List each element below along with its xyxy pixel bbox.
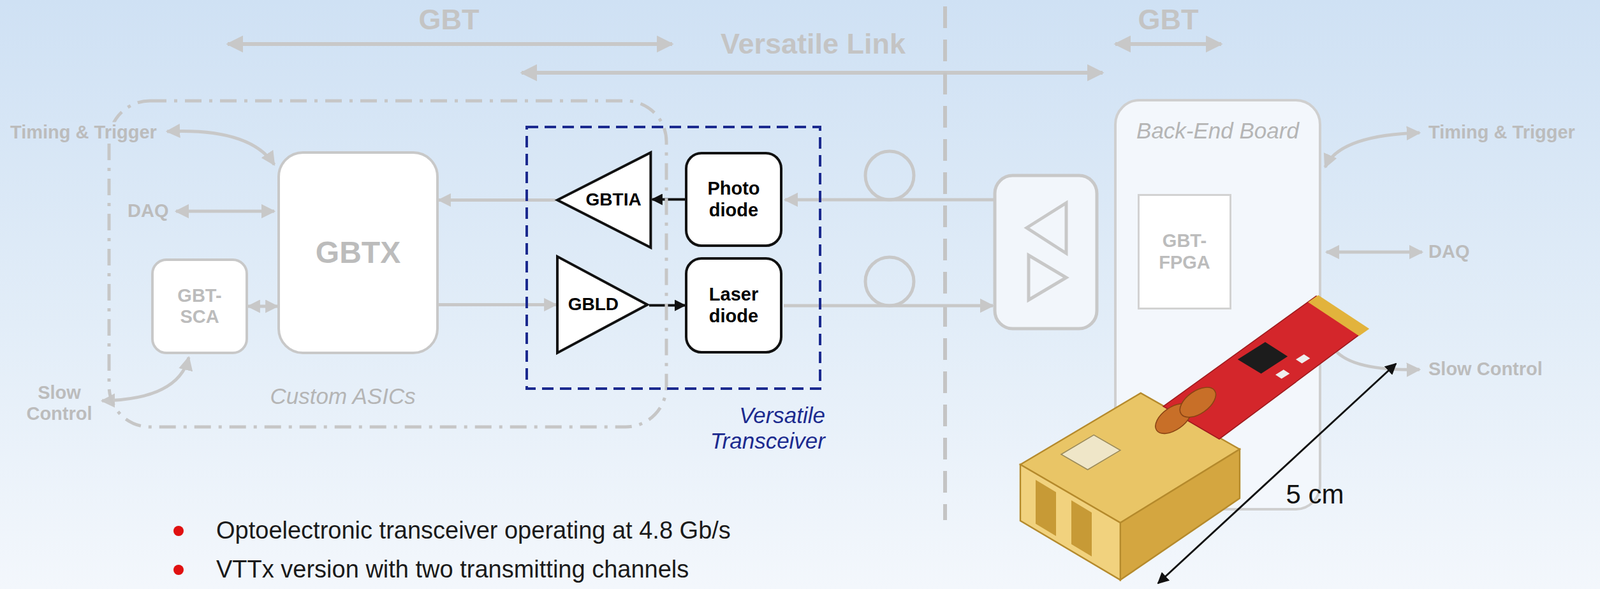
label-anchor: 5 cm [1285,478,1344,510]
fpga-box: GBT- FPGA [1137,193,1232,310]
label-anchor: VTTx version with two transmitting chann… [216,555,689,584]
capacitor [1174,381,1222,424]
edge-connector [1307,294,1370,336]
amplifier-triangle: GBTIA [555,151,652,249]
signal-arrow [1325,132,1420,168]
asic-box: GBTX [277,151,439,354]
label-anchor: GBT [1138,3,1199,37]
smd-part [1295,353,1310,363]
signal-label: Slow Control [1428,358,1543,380]
group-label: Custom ASICs [270,383,416,409]
label-anchor: GBT [418,3,480,37]
box-label: GBTX [315,234,401,270]
signal-label: Slow Control [11,381,108,425]
asic-box: GBT- SCA [151,258,249,354]
label-anchor: Optoelectronic transceiver operating at … [216,516,731,545]
box-label: GBT- FPGA [1149,230,1220,273]
section-label: GBT [418,3,480,37]
label-anchor: Versatile Link [720,27,906,61]
bullet-dot [173,564,184,575]
transmitter-symbol [1028,255,1067,300]
dashed-outline [526,126,821,389]
connector-line [438,198,556,202]
box-label: GBTIA [586,189,642,210]
triangle-outline [557,152,651,248]
bullet-text: Optoelectronic transceiver operating at … [216,516,731,545]
scope-arrow [227,42,673,46]
signal-arrow [1326,250,1423,254]
connector [438,199,556,201]
bullet-text: VTTx version with two transmitting chann… [216,555,689,584]
dimension-label: 5 cm [1285,478,1344,510]
signal-label: Timing & Trigger [7,121,160,143]
signal-arrow [102,357,189,401]
fiber-loop [865,256,914,306]
signal-arrow [176,209,275,213]
box-label: GBT- SCA [167,285,232,328]
connector-line [438,302,557,307]
connector-line [248,304,278,309]
diode-box: Photo diode [684,151,783,247]
label-anchor: Slow Control [11,381,108,425]
box-label: Photo diode [698,177,770,221]
label-anchor: DAQ [127,200,169,222]
label-anchor: DAQ [1428,241,1470,263]
smd-part [1275,369,1290,379]
dimension-line [1158,363,1396,583]
asic-group: Custom ASICs GBTX GBT- SCA [107,98,669,429]
receiver-symbol [1026,202,1067,254]
housing-front [1020,464,1121,580]
label-anchor: Slow Control [1428,358,1543,380]
scope-arrow [521,70,1103,75]
housing-sticker [1061,434,1121,470]
transceiver-group: Versatile TransceiverGBTIAPhoto diodeGBL… [525,125,822,390]
box-label: GBLD [568,293,619,315]
bullet-dot [173,525,184,536]
section-label: GBT [1138,3,1199,37]
housing-side [1120,448,1240,580]
signal-label: DAQ [127,200,169,222]
group-label: Versatile Transceiver [697,402,826,455]
driver-triangle: GBLD [556,255,650,354]
board-label: Back-End Board [1136,117,1300,144]
connector-line [652,198,685,201]
optical-module [994,175,1097,329]
triangle-outline [557,256,648,353]
connector [248,306,278,307]
boundary-line [943,6,947,520]
dashdot-outline [109,100,667,427]
signal-arrow [1332,346,1420,370]
section-label: Versatile Link [720,27,906,61]
fiber-slot [1035,479,1057,536]
diode-box: Laser diode [684,256,783,354]
signal-arrow [167,130,275,165]
signal-label: Timing & Trigger [1428,121,1576,143]
connector [652,198,685,200]
signal-label: DAQ [1428,241,1470,263]
box-label: Laser diode [698,283,770,327]
chip [1237,341,1288,374]
label-anchor: Timing & Trigger [10,121,160,143]
fiber-loop [865,151,914,200]
scope-arrow [1115,42,1222,46]
fiber-slot [1071,499,1092,557]
connector [438,304,557,305]
label-anchor: Timing & Trigger [1428,121,1576,143]
